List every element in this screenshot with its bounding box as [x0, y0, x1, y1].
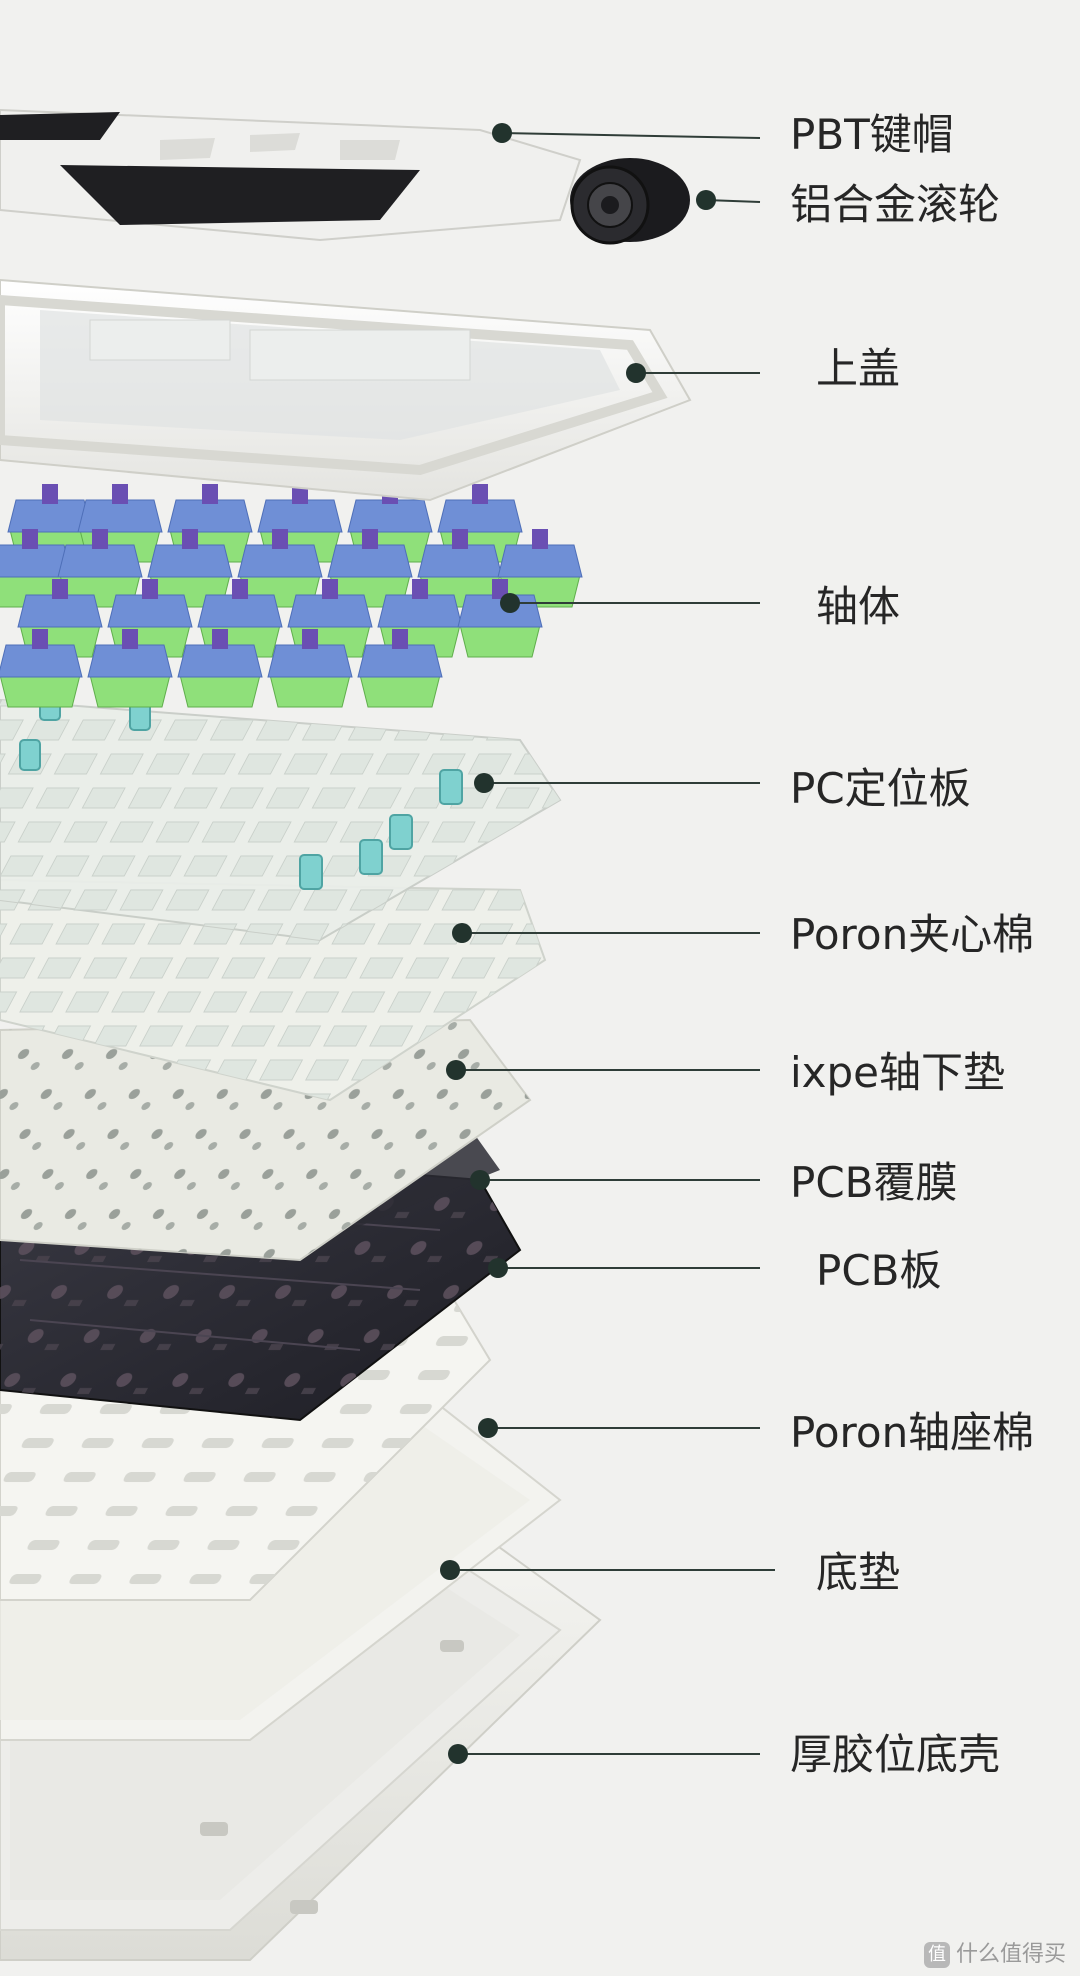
keycaps-layer — [0, 108, 582, 242]
switch — [87, 629, 173, 708]
top-case-layer — [0, 278, 692, 502]
leader-dot-poron-socket — [478, 1418, 498, 1438]
switch — [0, 629, 83, 708]
leader-dot-pc-plate — [474, 773, 494, 793]
label-switches: 轴体 — [816, 582, 901, 631]
roller-knob — [570, 158, 690, 245]
label-bottom-case: 厚胶位底壳 — [790, 1730, 1001, 1779]
stabilizers — [19, 689, 463, 890]
label-poron-socket: Poron轴座棉 — [790, 1408, 1035, 1457]
label-keycaps: PBT键帽 — [790, 110, 954, 159]
leader-line-keycaps — [501, 132, 761, 139]
label-pc-plate: PC定位板 — [790, 764, 971, 813]
label-bottom-pad: 底垫 — [816, 1548, 901, 1597]
watermark-text: 什么值得买 — [955, 1942, 1066, 1967]
leader-dot-poron-sandwich — [452, 923, 472, 943]
switch — [267, 629, 353, 708]
leader-lines — [440, 123, 775, 1764]
label-poron-sandwich: Poron夹心棉 — [790, 910, 1035, 959]
leader-dot-switches — [500, 593, 520, 613]
leader-dot-keycaps — [492, 123, 512, 143]
leader-dot-top-case — [626, 363, 646, 383]
leader-dot-roller — [696, 190, 716, 210]
switches-layer — [0, 484, 583, 708]
label-pcb-film: PCB覆膜 — [790, 1158, 958, 1207]
label-pcb-board: PCB板 — [816, 1246, 942, 1295]
poron-sandwich-layer — [0, 878, 547, 1102]
switch — [357, 629, 443, 708]
pc-plate-layer — [0, 689, 562, 942]
leader-dot-pcb-film — [470, 1170, 490, 1190]
switch — [177, 629, 263, 708]
leader-dot-bottom-pad — [440, 1560, 460, 1580]
label-roller: 铝合金滚轮 — [790, 180, 1001, 229]
watermark: 值什么值得买 — [923, 1936, 1066, 1968]
label-ixpe-pad: ixpe轴下垫 — [790, 1048, 1006, 1097]
watermark-badge: 值 — [923, 1942, 950, 1968]
leader-dot-ixpe-pad — [446, 1060, 466, 1080]
label-top-case: 上盖 — [816, 344, 901, 393]
leader-dot-pcb-board — [488, 1258, 508, 1278]
switch — [457, 579, 543, 658]
leader-dot-bottom-case — [448, 1744, 468, 1764]
